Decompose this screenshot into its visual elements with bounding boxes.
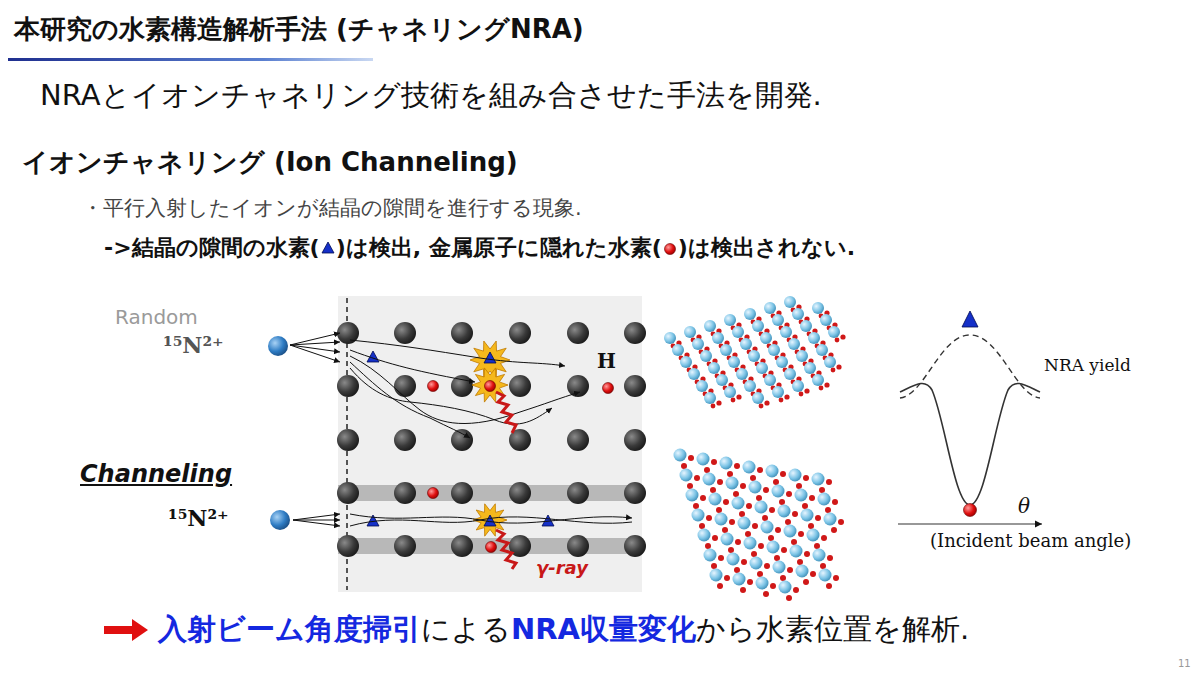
angular-scan-plot	[898, 311, 1042, 524]
gamma-wave	[496, 392, 516, 433]
crystal-structure	[674, 449, 845, 602]
bullet-text: ->結晶の隙間の水素(	[104, 233, 320, 263]
triangle-symbol	[320, 239, 336, 257]
axis-label: (Incident beam angle)	[930, 530, 1131, 552]
ion-trajectories	[290, 333, 632, 526]
crystal-structure	[664, 296, 846, 408]
ion-label: ¹⁵N²⁺	[163, 332, 224, 358]
bullet-text: ・平行入射したイオンが結晶の隙間を進行する現象.	[82, 196, 582, 221]
gamma-wave	[496, 530, 516, 569]
key-phrase: NRA収量変化	[511, 610, 696, 650]
metal-atoms	[337, 322, 646, 557]
channel-band	[338, 538, 642, 554]
slide-title: 本研究の水素構造解析手法 (チャネリングNRA)	[14, 14, 584, 45]
dot-symbol	[662, 239, 678, 257]
section-heading: イオンチャネリング (Ion Channeling)	[22, 147, 518, 178]
conclusion-text: から水素位置を解析.	[696, 610, 969, 650]
ion-ball	[268, 336, 288, 356]
key-phrase: 入射ビーム角度掃引	[158, 610, 421, 650]
reaction-bursts	[470, 341, 510, 536]
bullet-text: )は検出, 金属原子に隠れた水素(	[336, 233, 662, 263]
hydrogen-sites	[367, 351, 614, 553]
mode-label: Random	[115, 305, 198, 329]
red-arrow	[104, 616, 150, 644]
mode-label: Channeling	[80, 460, 232, 489]
bullet-line: ->結晶の隙間の水素( )は検出, 金属原子に隠れた水素( )は検出されない.	[104, 233, 855, 263]
conclusion-line: 入射ビーム角度掃引によるNRA収量変化から水素位置を解析.	[104, 610, 969, 650]
crystal-panel	[338, 296, 642, 592]
channel-band	[338, 485, 642, 501]
conclusion-text: による	[421, 610, 511, 650]
ion-ball	[270, 510, 290, 530]
title-underline	[8, 58, 373, 61]
axis-label: θ	[1018, 494, 1030, 518]
hydrogen-label: H	[597, 349, 616, 373]
bullet-text: )は検出されない.	[678, 233, 855, 263]
subtitle: NRAとイオンチャネリング技術を組み合させた手法を開発.	[40, 78, 822, 113]
gamma-label: γ-ray	[536, 557, 588, 579]
ion-label: ¹⁵N²⁺	[168, 505, 229, 531]
curve-label: NRA yield	[1044, 355, 1131, 375]
page-number: 11	[1178, 658, 1191, 670]
